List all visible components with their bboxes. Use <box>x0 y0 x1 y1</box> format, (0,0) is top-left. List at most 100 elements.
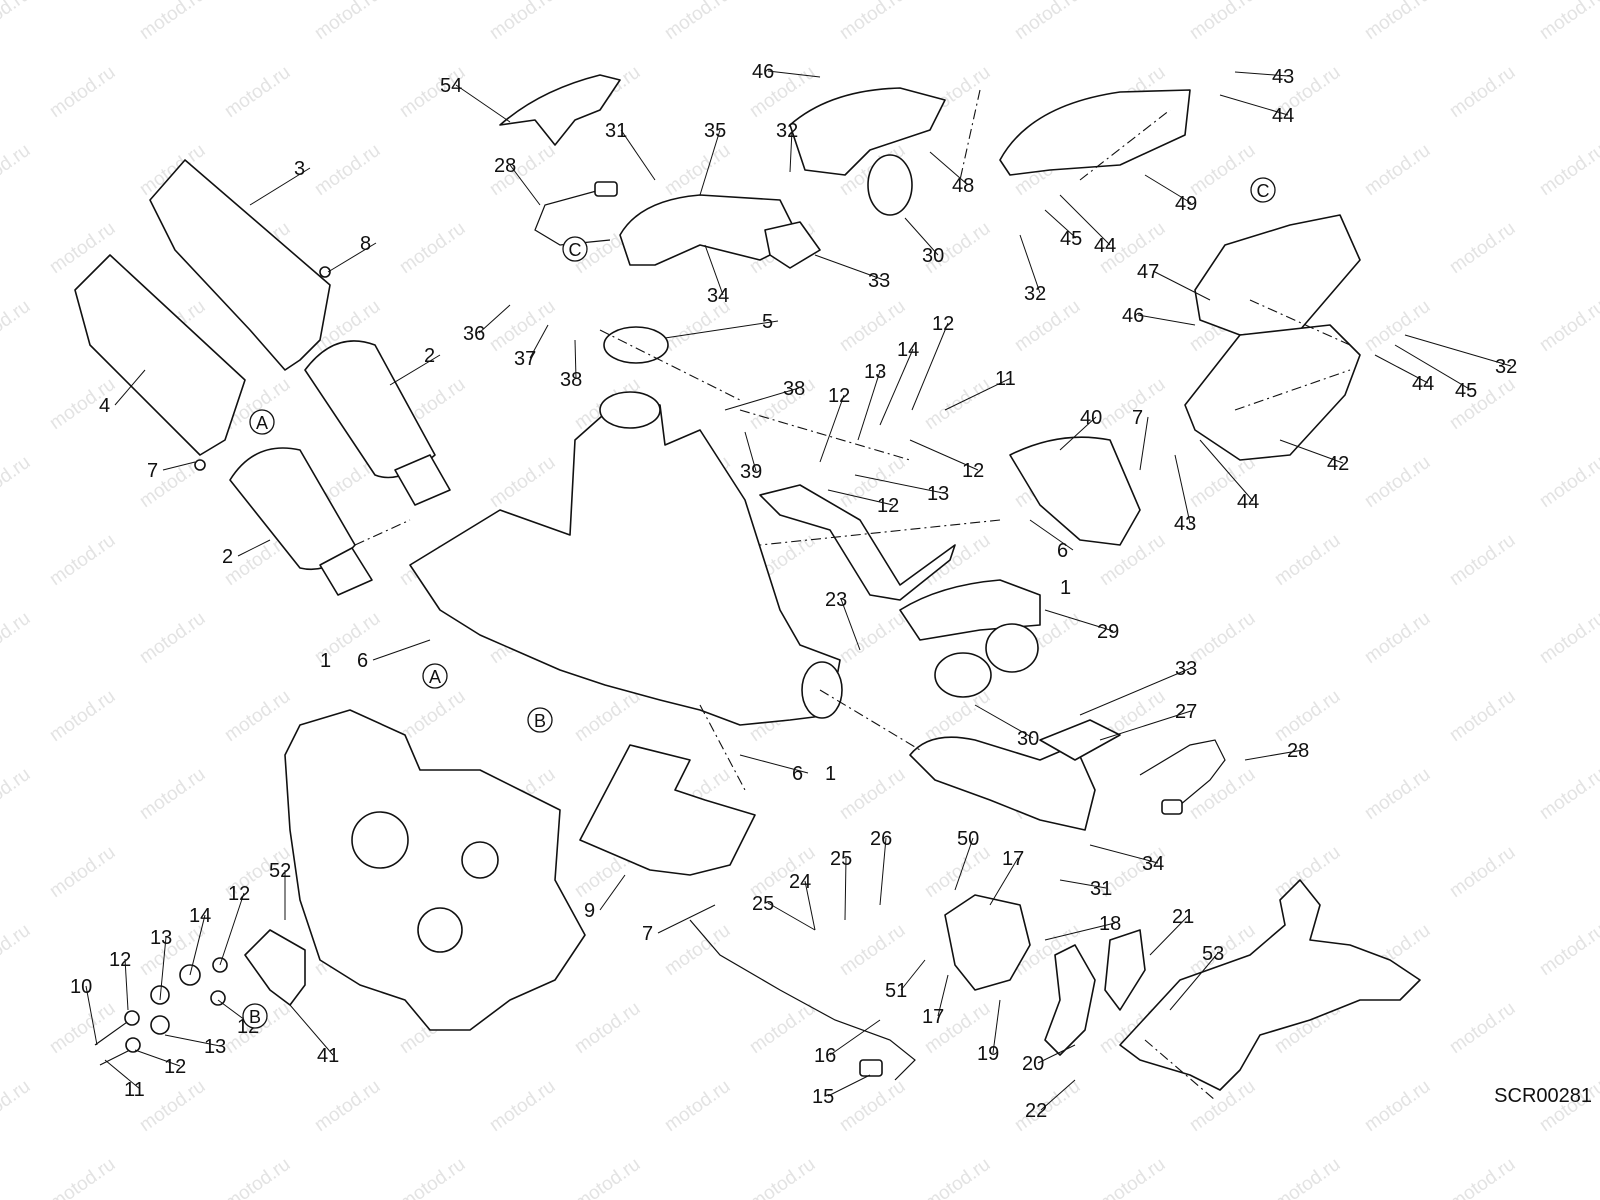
part-callout-label: 24 <box>789 871 811 893</box>
callout-leader <box>104 1059 141 1090</box>
callout-leader <box>789 129 793 173</box>
callout-leader <box>1279 439 1344 464</box>
callout-leader <box>1037 1044 1076 1064</box>
callout-leader <box>704 244 724 296</box>
part-callout-label: 46 <box>752 61 774 83</box>
part-callout-label: 44 <box>1412 373 1434 395</box>
watermark-text: motod.ru <box>1011 1076 1084 1136</box>
callout-leader <box>599 874 626 911</box>
reference-marker-circle <box>242 1003 268 1029</box>
callout-leader <box>164 1034 221 1047</box>
callout-leader <box>1137 314 1196 326</box>
reference-marker-circle <box>422 663 448 689</box>
part-callout-label: 43 <box>1272 66 1294 88</box>
callout-leader <box>739 754 809 774</box>
bracket-41 <box>244 929 306 1006</box>
part-callout-label: 29 <box>1097 621 1119 643</box>
callout-leader <box>814 254 885 281</box>
callout-leader <box>992 999 1001 1054</box>
watermark-text: motod.ru <box>46 998 119 1058</box>
callout-leader <box>1059 194 1111 246</box>
heat-shield-3 <box>149 159 331 371</box>
watermark-text: motod.ru <box>1536 296 1600 356</box>
watermark-text: motod.ru <box>46 62 119 122</box>
part-callout-label: 14 <box>897 339 919 361</box>
watermark-text: motod.ru <box>311 140 384 200</box>
bracket-lower-right <box>759 484 956 601</box>
part-callout-label: 53 <box>1202 943 1224 965</box>
clamp-5 <box>603 326 669 364</box>
part-callout-label: 1 <box>825 763 836 785</box>
part-callout-label: 12 <box>828 385 850 407</box>
callout-leader <box>844 857 847 921</box>
callout-leader <box>724 387 800 411</box>
callout-leader <box>134 1049 181 1067</box>
watermark-text: motod.ru <box>0 920 34 980</box>
part-callout-label: 23 <box>825 589 847 611</box>
watermark-text: motod.ru <box>836 0 909 44</box>
reference-marker: C <box>562 236 588 262</box>
watermark-text: motod.ru <box>1536 764 1600 824</box>
watermark-text: motod.ru <box>1011 0 1084 44</box>
part-callout-label: 1 <box>320 650 331 672</box>
callout-leader <box>699 129 721 196</box>
watermark-text: motod.ru <box>1271 686 1344 746</box>
part-callout-label: 25 <box>752 893 774 915</box>
part-callout-label: 44 <box>1272 105 1294 127</box>
part-callout-label: 12 <box>228 883 250 905</box>
watermark-text: motod.ru <box>46 686 119 746</box>
silencer-body <box>409 399 841 726</box>
watermark-text: motod.ru <box>396 1154 469 1200</box>
callout-leader <box>1244 749 1304 761</box>
part-callout-label: 32 <box>1024 283 1046 305</box>
drawing-code: SCR00281 <box>1494 1085 1592 1107</box>
watermark-text: motod.ru <box>0 1076 34 1136</box>
callout-leader <box>1199 439 1254 502</box>
reference-marker: B <box>527 707 553 733</box>
part-callout-label: 34 <box>1142 853 1164 875</box>
callout-leader <box>974 704 1034 739</box>
watermark-text: motod.ru <box>661 0 734 44</box>
part-callout-label: 11 <box>995 368 1016 390</box>
part-callout-label: 38 <box>783 378 805 400</box>
part-callout-label: 32 <box>1495 356 1517 378</box>
watermark-text: motod.ru <box>1361 0 1434 44</box>
bracket-20 <box>1044 944 1096 1056</box>
gasket-33-lower <box>1039 719 1121 761</box>
watermark-text: motod.ru <box>486 452 559 512</box>
part-callout-label: 15 <box>812 1086 834 1108</box>
part-callout-label: 50 <box>957 828 979 850</box>
callout-leader <box>1404 334 1512 367</box>
part-callout-label: 28 <box>494 155 516 177</box>
watermark-text: motod.ru <box>0 452 34 512</box>
callout-leader <box>744 431 757 472</box>
callout-leader <box>478 304 511 334</box>
callout-leader <box>827 489 894 506</box>
part-callout-label: 37 <box>514 348 536 370</box>
part-callout-label: 39 <box>740 461 762 483</box>
callout-leader <box>159 936 167 1001</box>
callout-leader <box>1149 915 1189 956</box>
part-callout-label: 7 <box>147 460 158 482</box>
callout-leader <box>900 959 926 991</box>
part-callout-label: 12 <box>109 949 131 971</box>
callout-leader <box>289 1004 334 1056</box>
callout-leader <box>1089 844 1159 864</box>
part-callout-label: 13 <box>150 927 172 949</box>
engine-crankcase <box>284 709 586 1031</box>
watermark-text: motod.ru <box>46 530 119 590</box>
watermark-text: motod.ru <box>836 920 909 980</box>
cable-clip-15 <box>859 1059 883 1077</box>
part-callout-label: 2 <box>222 546 233 568</box>
watermark-text: motod.ru <box>221 686 294 746</box>
callout-leader <box>857 370 881 441</box>
part-callout-label: 2 <box>424 345 435 367</box>
watermark-text: motod.ru <box>136 1076 209 1136</box>
reference-marker: A <box>249 409 275 435</box>
exhaust-valve-actuator-19 <box>944 894 1031 991</box>
callout-leader <box>1174 454 1191 524</box>
watermark-text: motod.ru <box>396 218 469 278</box>
part-callout-label: 20 <box>1022 1053 1044 1075</box>
callout-leader <box>1044 209 1077 239</box>
